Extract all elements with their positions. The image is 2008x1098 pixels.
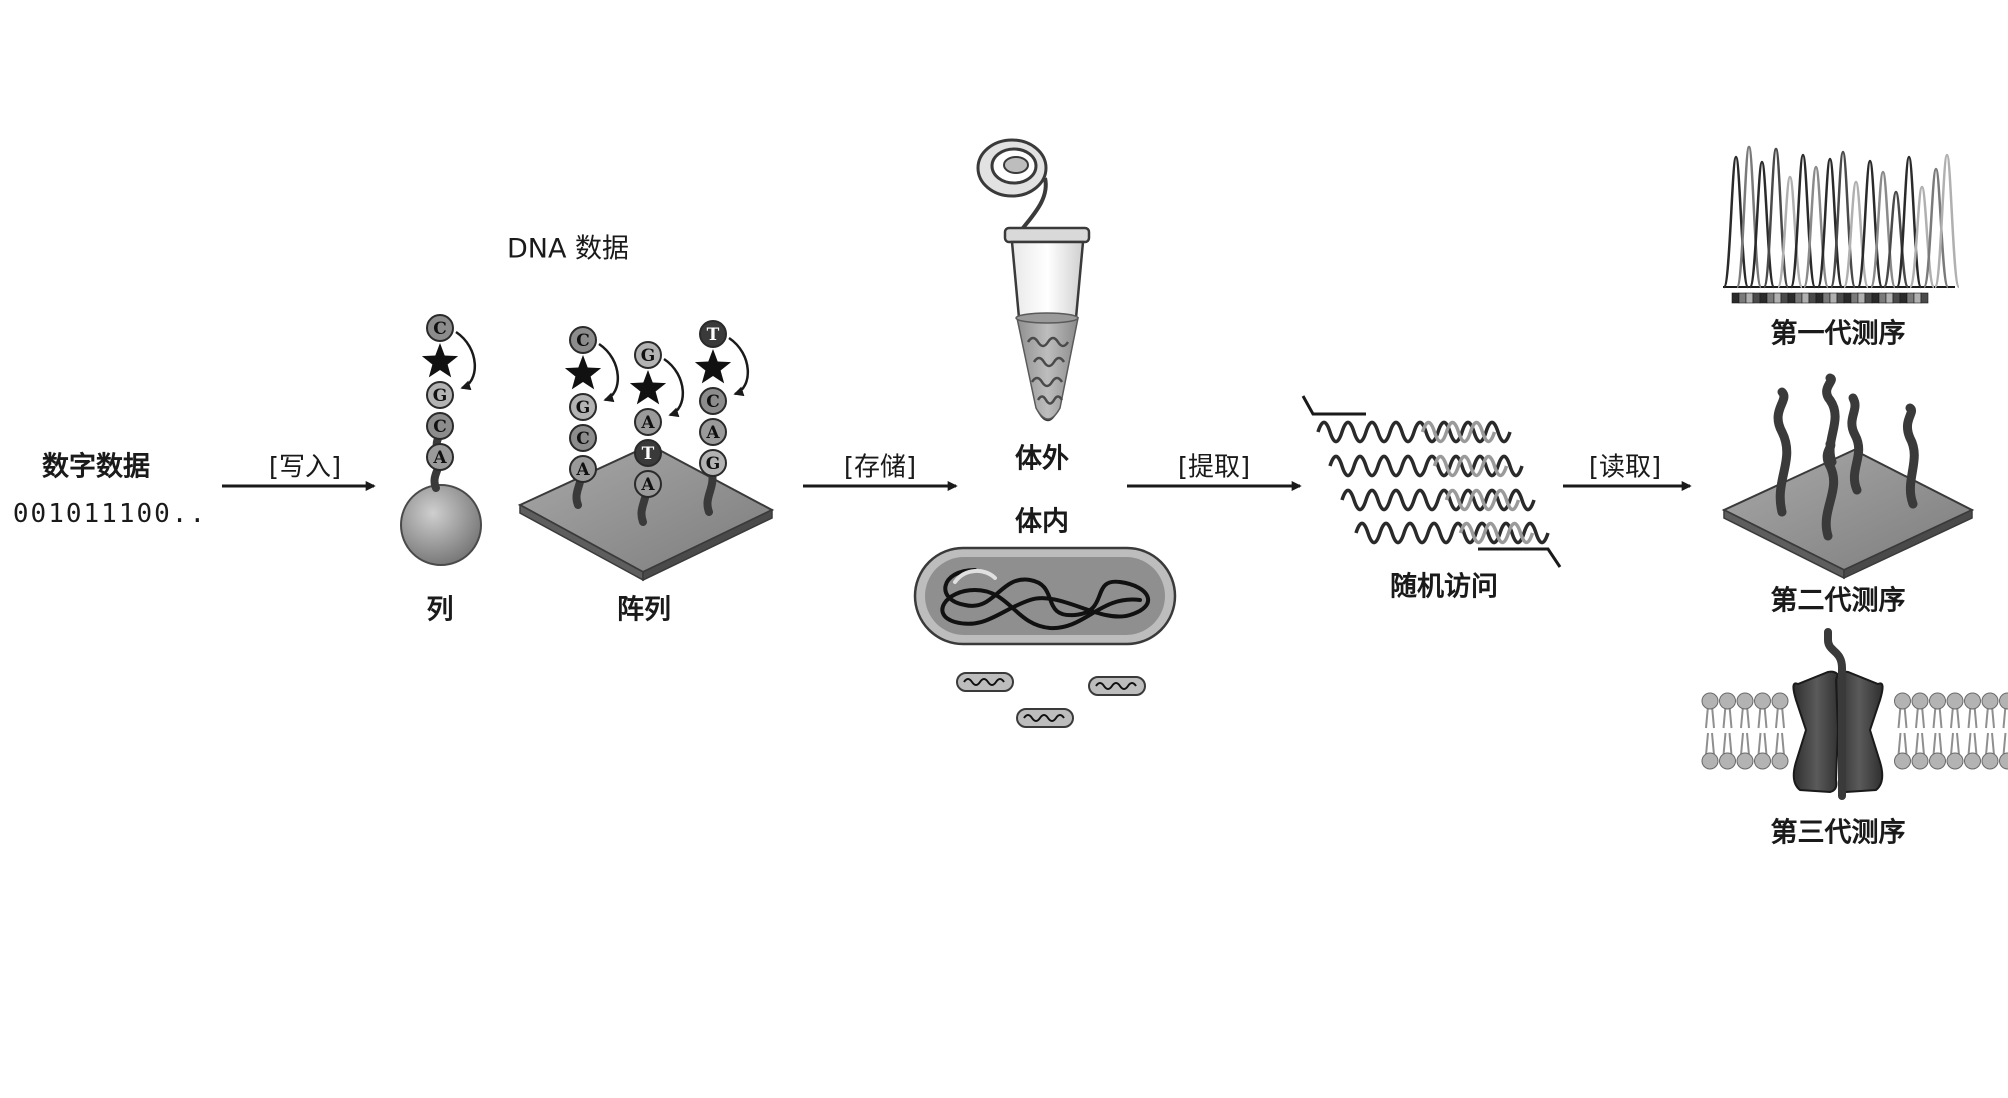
svg-text:C: C — [706, 392, 720, 412]
read-step-label: [读取] — [1589, 447, 1661, 484]
write-step-label: [写入] — [269, 447, 341, 484]
nucleotide-C: C — [427, 315, 453, 341]
nucleotide-C: C — [427, 413, 453, 439]
svg-text:T: T — [707, 325, 720, 345]
svg-text:C: C — [433, 417, 447, 437]
nucleotide-T: T — [635, 440, 661, 466]
nanopore-icon — [1702, 632, 2008, 796]
array-label: 阵列 — [617, 588, 671, 627]
svg-text:G: G — [641, 346, 656, 366]
nucleotide-A: A — [700, 419, 726, 445]
nucleotide-A: A — [570, 456, 596, 482]
chromatogram-icon — [1723, 147, 1959, 303]
nucleotide-C: C — [570, 327, 596, 353]
random-access-label: 随机访问 — [1390, 565, 1498, 604]
star-icon — [565, 355, 601, 389]
wave-icon — [1303, 396, 1560, 567]
star-icon — [695, 349, 731, 383]
plasmid-icon — [957, 673, 1145, 727]
svg-text:C: C — [576, 331, 590, 351]
cell-icon — [915, 548, 1175, 644]
extract-step-label: [提取] — [1178, 447, 1250, 484]
svg-text:A: A — [640, 475, 655, 495]
in-vivo-label: 体内 — [1015, 500, 1069, 539]
column-label: 列 — [427, 588, 454, 627]
nucleotide-G: G — [427, 382, 453, 408]
svg-text:G: G — [706, 454, 721, 474]
star-icon — [630, 370, 666, 404]
svg-text:A: A — [575, 460, 590, 480]
nucleotide-G: G — [570, 394, 596, 420]
in-vitro-label: 体外 — [1015, 437, 1069, 476]
svg-text:A: A — [705, 423, 720, 443]
nucleotide-C: C — [700, 388, 726, 414]
svg-text:C: C — [576, 429, 590, 449]
nucleotide-A: A — [635, 471, 661, 497]
binary-data: 001011100.. — [13, 499, 207, 529]
svg-text:C: C — [433, 319, 447, 339]
nucleotide-T: T — [700, 321, 726, 347]
dna-data-header: DNA 数据 — [507, 227, 629, 266]
svg-text:A: A — [432, 448, 447, 468]
tube-icon — [978, 140, 1089, 420]
nucleotide-G: G — [700, 450, 726, 476]
nucleotide-C: C — [570, 425, 596, 451]
star-icon — [422, 343, 458, 377]
svg-text:T: T — [642, 444, 655, 464]
svg-text:G: G — [433, 386, 448, 406]
second-gen-chip-icon — [1724, 378, 1972, 578]
svg-text:A: A — [640, 413, 655, 433]
third-gen-label: 第三代测序 — [1771, 811, 1906, 850]
nucleotide-A: A — [635, 409, 661, 435]
nucleotide-G: G — [635, 342, 661, 368]
digital-data-title: 数字数据 — [42, 445, 150, 484]
nucleotide-A: A — [427, 444, 453, 470]
first-gen-label: 第一代测序 — [1771, 312, 1906, 351]
svg-text:G: G — [576, 398, 591, 418]
store-step-label: [存储] — [844, 447, 916, 484]
second-gen-label: 第二代测序 — [1771, 579, 1906, 618]
